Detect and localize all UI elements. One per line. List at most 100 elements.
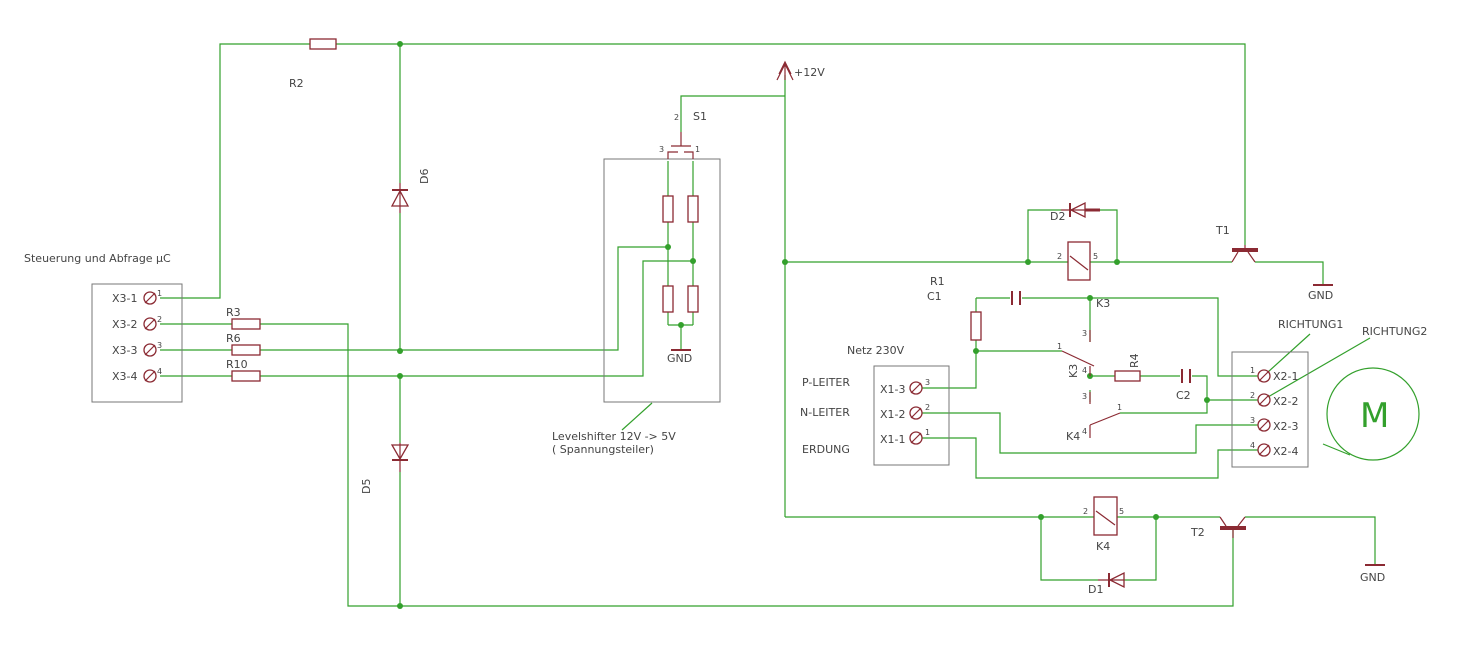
label-x2-1: X2-1: [1273, 370, 1299, 383]
diode-d2: [1061, 201, 1100, 219]
label-levelshifter-2: ( Spannungsteiler): [552, 443, 654, 456]
resistor-r1: [970, 311, 982, 341]
connector-x2-pins: [1257, 369, 1271, 457]
transistor-t2: [1219, 516, 1246, 538]
relay-coil-k3: [1067, 241, 1091, 281]
label-x3-1: X3-1: [112, 292, 138, 305]
label-x2-3: X2-3: [1273, 420, 1299, 433]
label-x3-4: X3-4: [112, 370, 138, 383]
label-gnd-ls: GND: [667, 352, 692, 365]
label-r10: R10: [226, 358, 248, 371]
connector-x3-box: [91, 283, 183, 403]
label-d2: D2: [1050, 210, 1065, 223]
label-x1-2: X1-2: [880, 408, 906, 421]
pin-k4-c-no: 4: [1082, 427, 1087, 436]
pin-x3-2: 2: [157, 315, 162, 324]
pin-s1-right: 1: [695, 145, 700, 154]
connector-x2-box: [1231, 351, 1309, 468]
label-r6: R6: [226, 332, 241, 345]
pin-x1-2: 2: [925, 403, 930, 412]
label-x3-3: X3-3: [112, 344, 138, 357]
resistor-ls-3: [662, 285, 674, 313]
label-d5: D5: [360, 479, 373, 494]
resistor-ls-2: [687, 195, 699, 223]
pin-k3-c-com: 1: [1057, 342, 1062, 351]
pin-k3-c-no: 4: [1082, 366, 1087, 375]
pin-x3-1: 1: [157, 289, 162, 298]
pin-x1-1: 1: [925, 428, 930, 437]
diode-d1: [1098, 571, 1125, 589]
pin-s1-top: 2: [674, 113, 679, 122]
labels: R2 D6 D5 S1 +12V Steuerung und Abfrage µ…: [24, 66, 1427, 596]
pin-x3-4: 4: [157, 367, 162, 376]
pin-k3-c-top: 3: [1082, 329, 1087, 338]
relay-contact-k3: [1061, 330, 1095, 404]
pin-x2-2: 2: [1250, 391, 1255, 400]
label-d6: D6: [418, 169, 431, 184]
label-d1: D1: [1088, 583, 1103, 596]
label-x2-2: X2-2: [1273, 395, 1299, 408]
connector-x1-pins: [909, 381, 923, 445]
label-x3-2: X3-2: [112, 318, 138, 331]
label-x1-3: X1-3: [880, 383, 906, 396]
label-x2-4: X2-4: [1273, 445, 1299, 458]
label-richtung1: RICHTUNG1: [1278, 318, 1343, 331]
label-erdung: ERDUNG: [802, 443, 850, 456]
wires: [160, 43, 1376, 607]
pin-s1-left: 3: [659, 145, 664, 154]
label-k3: K3: [1096, 297, 1110, 310]
pin-k3-coil-l: 2: [1057, 252, 1062, 261]
resistor-r2: [309, 38, 337, 50]
relay-coil-k4: [1093, 496, 1118, 536]
pin-k3-coil-r: 5: [1093, 252, 1098, 261]
label-t1: T1: [1215, 224, 1230, 237]
transistor-t1: [1231, 245, 1258, 263]
label-x1-1: X1-1: [880, 433, 906, 446]
label-gnd-t1: GND: [1308, 289, 1333, 302]
pin-x2-3: 3: [1250, 416, 1255, 425]
resistor-r3: [231, 318, 261, 330]
diode-d5: [390, 443, 410, 472]
resistor-r6: [231, 344, 261, 356]
label-n-leiter: N-LEITER: [800, 406, 850, 419]
switch-s1: [667, 132, 694, 159]
pin-k3-c-bot: 3: [1082, 392, 1087, 401]
capacitor-c1: [1011, 291, 1021, 305]
junctions: [397, 41, 1210, 609]
diode-d6: [390, 183, 410, 213]
connector-x3-pins: [143, 291, 157, 383]
label-r4: R4: [1128, 353, 1141, 368]
label-levelshifter-1: Levelshifter 12V -> 5V: [552, 430, 676, 443]
label-k3-contact: K3: [1067, 364, 1080, 378]
pin-x1-3: 3: [925, 378, 930, 387]
relay-contact-k4: [1089, 412, 1121, 438]
motor-symbol: [1326, 367, 1420, 461]
label-richtung2: RICHTUNG2: [1362, 325, 1427, 338]
label-c2: C2: [1176, 389, 1191, 402]
levelshifter-box: [603, 158, 721, 403]
label-mains: Netz 230V: [847, 344, 905, 357]
resistor-ls-1: [662, 195, 674, 223]
label-motor: M: [1360, 396, 1389, 436]
label-t2: T2: [1190, 526, 1205, 539]
capacitor-c2: [1181, 369, 1191, 383]
pin-x3-3: 3: [157, 341, 162, 350]
label-p-leiter: P-LEITER: [802, 376, 850, 389]
pin-k4-coil-l: 2: [1083, 507, 1088, 516]
resistor-r10: [231, 370, 261, 382]
connector-x1-box: [873, 365, 950, 466]
label-r1: R1: [930, 275, 945, 288]
label-s1: S1: [693, 110, 707, 123]
resistor-ls-4: [687, 285, 699, 313]
label-supply: +12V: [794, 66, 825, 79]
pin-x2-4: 4: [1250, 441, 1255, 450]
label-r3: R3: [226, 306, 241, 319]
pin-k4-coil-r: 5: [1119, 507, 1124, 516]
pin-numbers: 1 2 3 4 2 3 1 2 5 3 1 4 3 1 4 3 2 1 1 2 …: [157, 113, 1255, 516]
label-r2: R2: [289, 77, 304, 90]
label-gnd-t2: GND: [1360, 571, 1385, 584]
pin-x2-1: 1: [1250, 366, 1255, 375]
label-controller: Steuerung und Abfrage µC: [24, 252, 171, 265]
label-k4-contact: K4: [1066, 430, 1080, 443]
